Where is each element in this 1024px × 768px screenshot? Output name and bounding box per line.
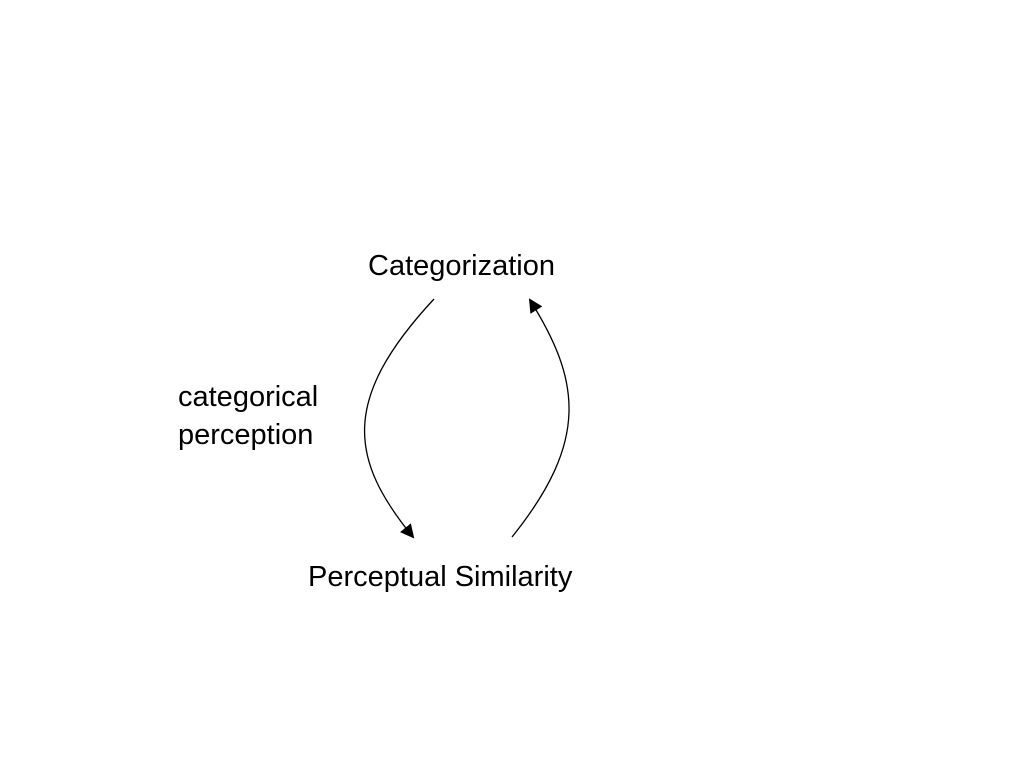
edge-label-categorical-perception: categorical perception [178,378,378,454]
arrow-categorization-to-similarity [363,298,435,539]
edge-label-line-1: categorical [178,381,319,413]
node-perceptual-similarity: Perceptual Similarity [308,561,573,593]
edge-label-line-2: perception [178,419,314,451]
node-categorization: Categorization [368,250,555,282]
arrow-similarity-to-categorization [511,298,570,538]
